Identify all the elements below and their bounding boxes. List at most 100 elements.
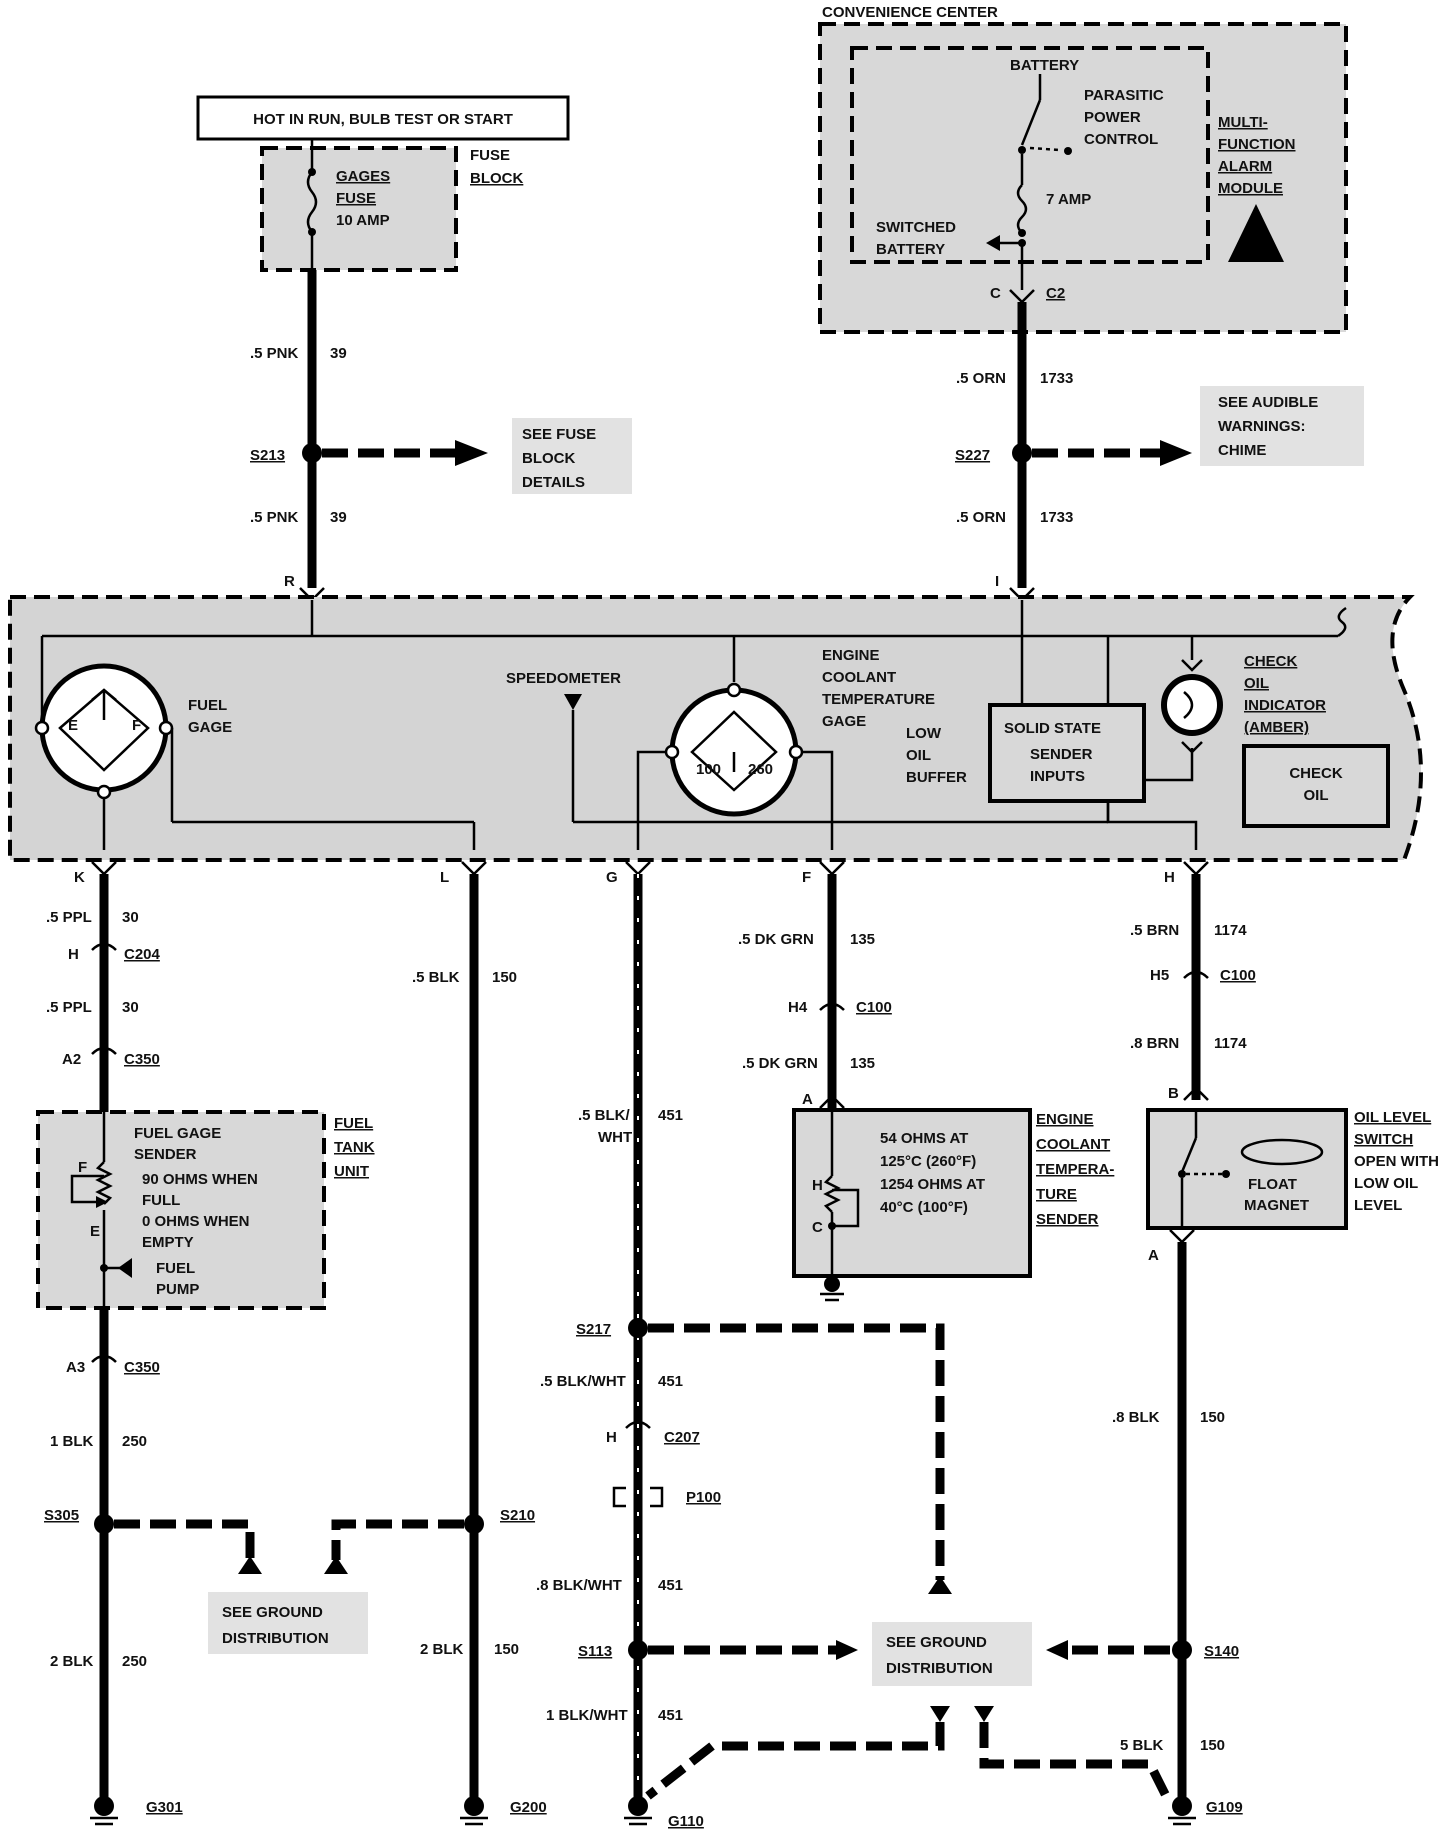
fuse-7amp-symbol xyxy=(1016,184,1028,234)
c207-pin: H xyxy=(606,1429,617,1446)
wire-30-color-1: .5 PPL xyxy=(46,909,92,926)
fuel-sender-6: EMPTY xyxy=(142,1234,194,1251)
ect-name-4: TURE xyxy=(1036,1186,1077,1203)
fuel-tank-label-1: FUEL xyxy=(334,1115,373,1132)
c204-pin: H xyxy=(68,946,79,963)
pin-f: F xyxy=(802,869,811,886)
pin-l: L xyxy=(440,869,449,886)
c100-pin-f: H4 xyxy=(788,999,808,1016)
oil-switch-name-2: SWITCH xyxy=(1354,1131,1413,1148)
wire-451-color-1: .5 BLK/ xyxy=(578,1107,631,1124)
splice-s217-label: S217 xyxy=(576,1321,611,1338)
splice-s213-label: S213 xyxy=(250,447,285,464)
fuel-e: E xyxy=(68,717,78,734)
splice-s213 xyxy=(302,443,322,463)
oil-switch-name-5: LEVEL xyxy=(1354,1197,1402,1214)
splice-s210 xyxy=(464,1514,484,1534)
ect-gage-label-3: TEMPERATURE xyxy=(822,691,935,708)
pin-a-h: A xyxy=(1148,1247,1159,1264)
wire-135-color-1: .5 DK GRN xyxy=(738,931,814,948)
conn-c2: C2 xyxy=(1046,285,1065,302)
wire-30-num-1: 30 xyxy=(122,909,139,926)
module-label-2: FUNCTION xyxy=(1218,136,1296,153)
splice-s140 xyxy=(1172,1640,1192,1660)
wire-135-num-2: 135 xyxy=(850,1055,875,1072)
splice-s113 xyxy=(628,1640,648,1660)
c204-label: C204 xyxy=(124,946,161,963)
splice-s227-label: S227 xyxy=(955,447,990,464)
p100-label: P100 xyxy=(686,1489,721,1506)
fuse-block-label-2: BLOCK xyxy=(470,170,523,187)
fuel-sender-e: E xyxy=(90,1223,100,1240)
ect-name-1: ENGINE xyxy=(1036,1111,1094,1128)
ground-g109-label: G109 xyxy=(1206,1799,1243,1816)
ground-dist-1-line-2: DISTRIBUTION xyxy=(222,1630,329,1647)
check-oil-ind-3: INDICATOR xyxy=(1244,697,1326,714)
wire-135-num-1: 135 xyxy=(850,931,875,948)
ground-dist-2-line-1: SEE GROUND xyxy=(886,1634,987,1651)
pin-b-h: B xyxy=(1168,1085,1179,1102)
hot-in-run-box xyxy=(196,95,570,141)
wire-1733-color-2: .5 ORN xyxy=(956,509,1006,526)
oil-level-switch xyxy=(1180,1137,1198,1173)
wire-150h-num-1: 150 xyxy=(1200,1409,1225,1426)
fuel-gage-label-1: FUEL xyxy=(188,697,227,714)
wire-150-num-2: 150 xyxy=(494,1641,519,1658)
see-fuse-2: BLOCK xyxy=(522,450,575,467)
ect-sender-box xyxy=(792,1108,1032,1278)
switched-battery-2: BATTERY xyxy=(876,241,945,258)
splice-s140-label: S140 xyxy=(1204,1643,1239,1660)
switched-battery-1: SWITCHED xyxy=(876,219,956,236)
convenience-center-label: CONVENIENCE CENTER xyxy=(822,4,998,21)
ground-dist-2-line-2: DISTRIBUTION xyxy=(886,1660,993,1677)
solid-state-1: SOLID STATE xyxy=(1004,720,1101,737)
float-magnet xyxy=(1240,1138,1324,1166)
pin-i: I xyxy=(995,573,999,590)
see-fuse-1: SEE FUSE xyxy=(522,426,596,443)
check-oil-ind-4: (AMBER) xyxy=(1244,719,1309,736)
pin-k: K xyxy=(74,869,85,886)
ect-gage-label-1: ENGINE xyxy=(822,647,880,664)
solid-state-box xyxy=(988,703,1146,803)
float-magnet-1: FLOAT xyxy=(1248,1176,1297,1193)
wire-451-num-1: 451 xyxy=(658,1107,683,1124)
c350-pin-2: A3 xyxy=(66,1359,85,1376)
fuel-pump-1: FUEL xyxy=(156,1260,195,1277)
c350-pin-1: A2 xyxy=(62,1051,81,1068)
splice-s305-label: S305 xyxy=(44,1507,79,1524)
esd-warning-icon xyxy=(1228,204,1284,262)
fuse-block-label-1: FUSE xyxy=(470,147,510,164)
fuel-gage-label-2: GAGE xyxy=(188,719,232,736)
fuel-sender-resistor xyxy=(95,1161,113,1205)
fuse-label-3: 10 AMP xyxy=(336,212,390,229)
fuse-block-box xyxy=(260,146,458,272)
see-audible-2: WARNINGS: xyxy=(1218,418,1306,435)
battery-label: BATTERY xyxy=(1010,57,1079,74)
ect-spec-3: 1254 OHMS AT xyxy=(880,1176,985,1193)
wire-1174-color-1: .5 BRN xyxy=(1130,922,1179,939)
solid-state-2: SENDER xyxy=(1030,746,1093,763)
c350-label-1: C350 xyxy=(124,1051,160,1068)
fuel-sender-f: F xyxy=(78,1159,87,1176)
fuel-f: F xyxy=(132,717,141,734)
ground-ect xyxy=(820,1276,844,1302)
ect-260: 260 xyxy=(748,761,773,778)
pin-g: G xyxy=(606,869,618,886)
see-audible-3: CHIME xyxy=(1218,442,1266,459)
check-oil-ind-1: CHECK xyxy=(1244,653,1298,670)
wire-30-color-2: .5 PPL xyxy=(46,999,92,1016)
wire-39-color-1: .5 PNK xyxy=(250,345,299,362)
wire-150h-color-1: .8 BLK xyxy=(1112,1409,1160,1426)
oil-switch-name-3: OPEN WITH xyxy=(1354,1153,1439,1170)
ground-g109 xyxy=(1168,1796,1196,1826)
wire-1733-color-1: .5 ORN xyxy=(956,370,1006,387)
wire-135-color-2: .5 DK GRN xyxy=(742,1055,818,1072)
wire-39-num-2: 39 xyxy=(330,509,347,526)
fuel-pump-symbol xyxy=(118,1258,132,1278)
ppc-label-3: CONTROL xyxy=(1084,131,1158,148)
ppc-label-2: POWER xyxy=(1084,109,1141,126)
wire-39-num-1: 39 xyxy=(330,345,347,362)
wire-150h-num-2: 150 xyxy=(1200,1737,1225,1754)
wire-250-num-1: 250 xyxy=(122,1433,147,1450)
